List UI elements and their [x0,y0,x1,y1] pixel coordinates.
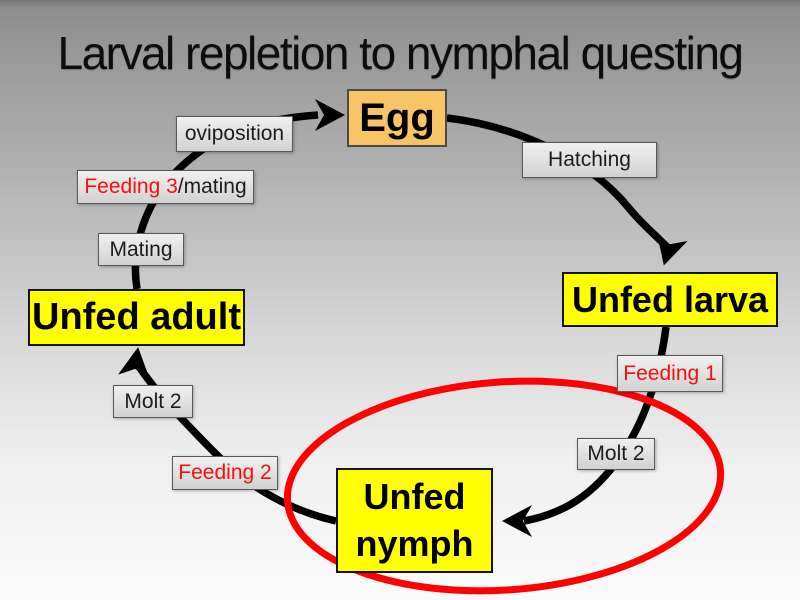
step-feeding-2-label: Feeding 2 [178,461,272,484]
step-mating: Mating [98,233,184,266]
stage-unfed-larva-label: Unfed larva [571,278,769,320]
stage-egg: Egg [347,89,447,147]
step-hatching-label: Hatching [548,148,631,171]
arrowhead-into-larva [656,232,688,266]
arrowhead-into-nymph [502,505,532,537]
step-feeding-3-mating: Feeding 3/mating [77,170,254,204]
highlight-ellipse [283,377,725,595]
stage-unfed-larva: Unfed larva [562,272,778,327]
arrowhead-into-adult [118,347,150,380]
step-hatching: Hatching [522,142,657,178]
arrowhead-group [118,99,688,537]
step-oviposition: oviposition [176,116,293,152]
step-feeding-3-red-label: Feeding 3 [84,175,178,198]
stage-unfed-nymph: Unfed nymph [336,468,493,573]
slide-title: Larval repletion to nymphal questing [57,27,744,79]
step-feeding-3-black-label: /mating [177,175,247,198]
arc-egg-to-larva [446,114,670,250]
step-molt-2-left-label: Molt 2 [124,389,182,413]
stage-unfed-nymph-line2: nymph [355,522,474,564]
step-oviposition-label: oviposition [184,122,285,145]
step-feeding-1: Feeding 1 [617,355,723,392]
step-feeding-2: Feeding 2 [172,456,278,490]
step-molt-2-right: Molt 2 [577,438,655,470]
stage-egg-label: Egg [359,95,435,140]
arrowhead-into-egg [315,99,345,131]
step-molt-2-left: Molt 2 [113,385,193,418]
step-mating-label: Mating [109,237,173,261]
stage-unfed-adult: Unfed adult [28,289,245,346]
stage-unfed-nymph-line1: Unfed [363,475,466,517]
stage-unfed-adult-label: Unfed adult [32,296,241,338]
step-feeding-1-label: Feeding 1 [623,361,717,385]
step-molt-2-right-label: Molt 2 [587,442,645,465]
